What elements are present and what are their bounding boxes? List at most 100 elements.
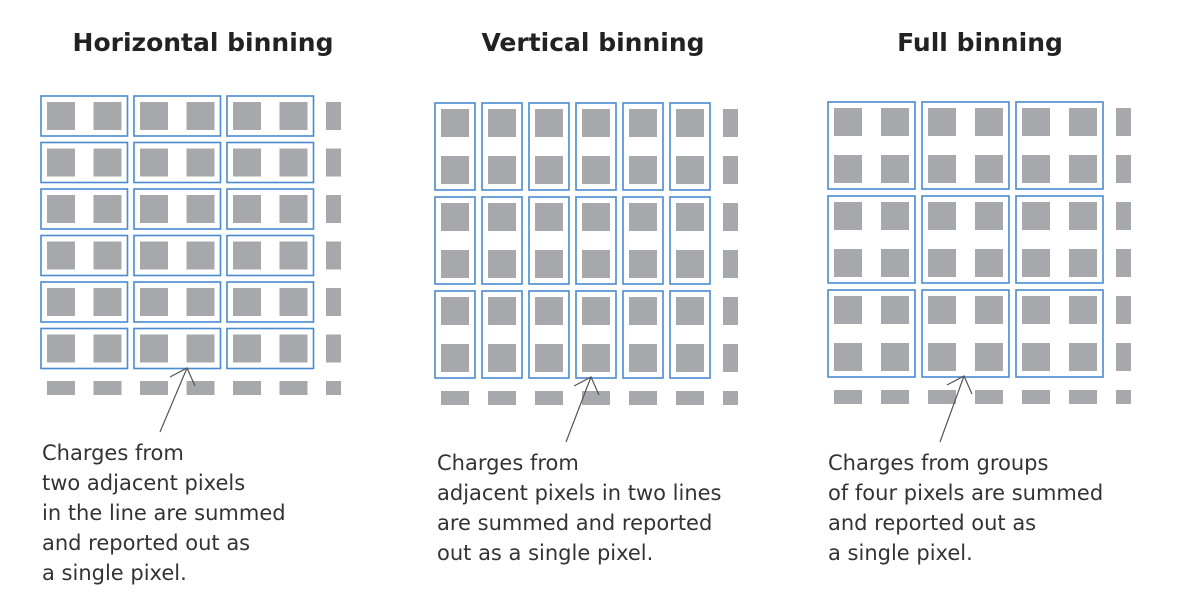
edge-pixel-row bbox=[881, 390, 909, 404]
bin-outline bbox=[40, 234, 129, 277]
pixel bbox=[233, 288, 261, 316]
edge-pixel-row bbox=[47, 381, 75, 395]
pixel bbox=[47, 334, 75, 363]
caption-line: out as a single pixel. bbox=[437, 541, 654, 565]
caption-line: in the line are summed bbox=[42, 501, 286, 525]
pixel bbox=[93, 195, 122, 223]
bin-outline bbox=[921, 101, 1010, 190]
pixel bbox=[535, 156, 563, 184]
caption-line: a single pixel. bbox=[828, 541, 973, 565]
pixel bbox=[233, 334, 261, 363]
edge-pixel-column bbox=[326, 148, 341, 177]
bin-outline bbox=[226, 327, 315, 370]
bin-outline bbox=[40, 327, 129, 370]
pixel bbox=[676, 297, 704, 325]
caption-line: are summed and reported bbox=[437, 511, 713, 535]
pixel bbox=[1022, 202, 1050, 230]
pixel bbox=[441, 344, 469, 372]
bin-outline bbox=[226, 281, 315, 323]
edge-pixel-row bbox=[186, 381, 215, 395]
pixel bbox=[881, 108, 909, 136]
caption-line: of four pixels are summed bbox=[828, 481, 1104, 505]
bin-outline bbox=[1015, 195, 1104, 284]
pixel bbox=[47, 148, 75, 177]
pixel bbox=[93, 102, 122, 130]
edge-pixel-row bbox=[233, 381, 261, 395]
pixel bbox=[140, 334, 168, 363]
pixel bbox=[535, 297, 563, 325]
pixel bbox=[629, 156, 657, 184]
pixel bbox=[975, 202, 1003, 230]
bin-outline bbox=[622, 290, 664, 379]
arrowhead-icon bbox=[573, 376, 600, 396]
edge-pixel-column bbox=[326, 334, 341, 363]
pixel bbox=[441, 250, 469, 278]
bin-outline bbox=[434, 290, 476, 379]
bin-outline bbox=[434, 196, 476, 285]
pixel bbox=[233, 148, 261, 177]
pixel bbox=[47, 195, 75, 223]
pixel bbox=[186, 241, 215, 270]
bin-outline bbox=[40, 95, 129, 137]
pixel bbox=[488, 297, 516, 325]
bin-outline bbox=[226, 234, 315, 277]
pixel bbox=[1069, 296, 1097, 324]
pixel bbox=[881, 155, 909, 183]
pixel bbox=[975, 296, 1003, 324]
pixel bbox=[140, 148, 168, 177]
pixel bbox=[93, 288, 122, 316]
pixel bbox=[535, 203, 563, 231]
pixel bbox=[834, 108, 862, 136]
bin-outline bbox=[528, 102, 570, 191]
pixel bbox=[47, 288, 75, 316]
bin-outline bbox=[921, 289, 1010, 378]
bin-outline bbox=[133, 234, 222, 277]
pixel bbox=[535, 109, 563, 137]
edge-pixel-column bbox=[1116, 155, 1131, 183]
bin-outline bbox=[40, 188, 129, 230]
edge-pixel-row bbox=[676, 391, 704, 405]
edge-pixel-row bbox=[928, 390, 956, 404]
pixel bbox=[881, 202, 909, 230]
bin-outline bbox=[669, 290, 711, 379]
pixel bbox=[186, 334, 215, 363]
pixel bbox=[629, 297, 657, 325]
caption-line: and reported out as bbox=[42, 531, 251, 555]
pixel bbox=[186, 102, 215, 130]
pixel bbox=[1022, 296, 1050, 324]
bin-outline bbox=[133, 95, 222, 137]
pixel bbox=[1022, 249, 1050, 277]
edge-pixel-column bbox=[1116, 249, 1131, 277]
edge-pixel-column bbox=[326, 241, 341, 270]
edge-pixel-row bbox=[1022, 390, 1050, 404]
bin-outline bbox=[921, 195, 1010, 284]
bin-outline bbox=[434, 102, 476, 191]
edge-pixel-row bbox=[629, 391, 657, 405]
pixel bbox=[1022, 155, 1050, 183]
edge-pixel-column bbox=[723, 344, 738, 372]
pixel bbox=[47, 102, 75, 130]
edge-pixel-column bbox=[1116, 343, 1131, 371]
pixel bbox=[488, 250, 516, 278]
bin-outline bbox=[528, 290, 570, 379]
bin-outline bbox=[827, 195, 916, 284]
pixel bbox=[1069, 343, 1097, 371]
pixel bbox=[975, 155, 1003, 183]
pixel bbox=[881, 249, 909, 277]
pixel bbox=[834, 155, 862, 183]
edge-pixel-column bbox=[1116, 202, 1131, 230]
bin-outline bbox=[528, 196, 570, 285]
pixel bbox=[676, 156, 704, 184]
edge-pixel-row bbox=[93, 381, 122, 395]
pixel bbox=[279, 195, 308, 223]
pixel bbox=[975, 108, 1003, 136]
caption-line: Charges from groups bbox=[828, 451, 1049, 475]
bin-outline bbox=[40, 281, 129, 323]
edge-pixel-column bbox=[1116, 108, 1131, 136]
pixel bbox=[676, 109, 704, 137]
pixel bbox=[629, 344, 657, 372]
edge-pixel-row bbox=[488, 391, 516, 405]
pixel bbox=[582, 250, 610, 278]
edge-pixel-row bbox=[326, 381, 341, 395]
bin-outline bbox=[133, 188, 222, 230]
